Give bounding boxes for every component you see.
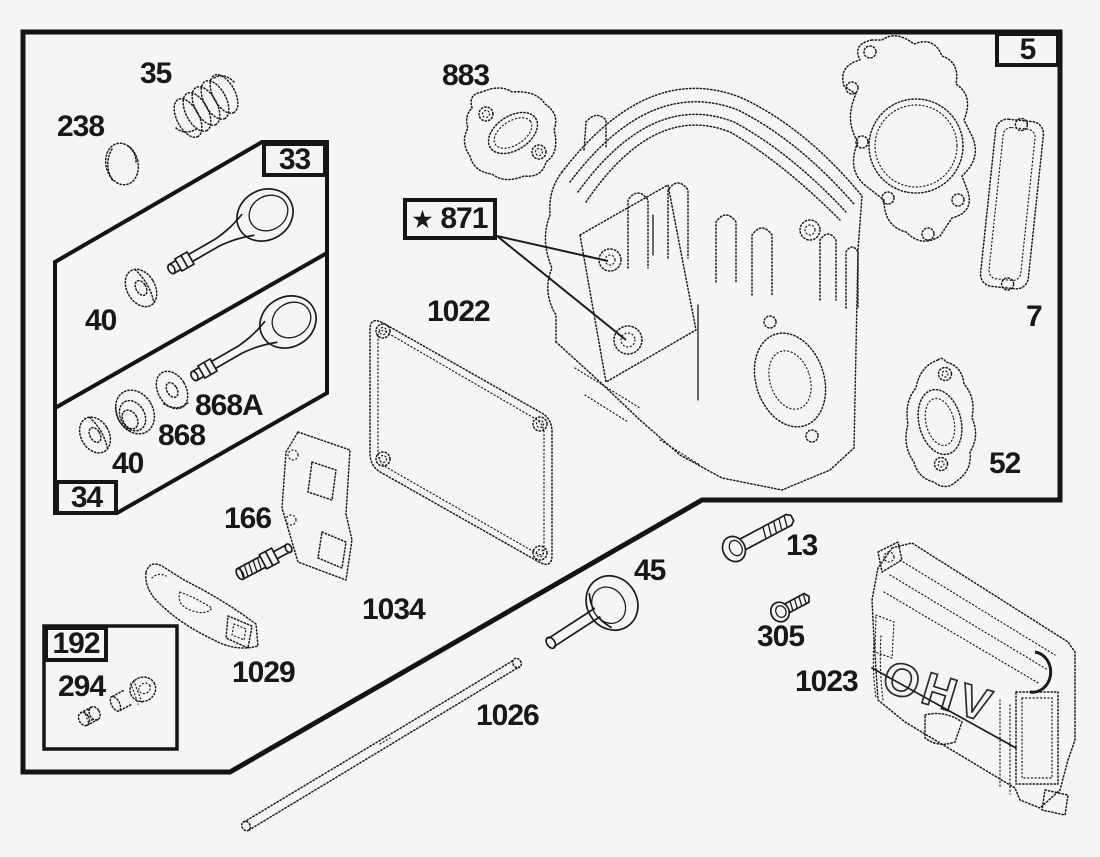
callout-305: 305	[757, 620, 805, 653]
callout-40-top: 40	[85, 304, 117, 337]
rocker-gasket-7	[979, 117, 1045, 291]
valve-seal-cap-238	[104, 142, 140, 186]
cover-gasket-1022	[369, 319, 553, 566]
spring-retainer-40-top	[124, 268, 158, 308]
valve-seal-868	[114, 389, 156, 435]
cover-embossed-text: OHV	[877, 650, 1002, 733]
callout-box-871: ★ 871	[403, 198, 497, 240]
callout-7: 7	[1026, 300, 1043, 333]
head-bolt-13	[721, 513, 795, 563]
callout-45: 45	[634, 554, 666, 587]
callout-13: 13	[786, 529, 818, 562]
rocker-arm-1029	[145, 563, 259, 649]
exhaust-gasket-52	[905, 357, 977, 488]
callout-868a: 868A	[195, 389, 264, 422]
callout-868: 868	[158, 419, 206, 452]
callout-871-number: 871	[440, 202, 488, 235]
head-gasket	[842, 35, 977, 242]
box-192-outline	[42, 624, 179, 751]
push-rod-1026	[240, 657, 523, 832]
callout-1034: 1034	[362, 593, 426, 626]
callout-1023: 1023	[795, 665, 859, 698]
callout-1029: 1029	[232, 656, 296, 689]
callout-1026: 1026	[476, 699, 540, 732]
callout-1022: 1022	[427, 295, 491, 328]
callout-box-5-page: 5	[995, 32, 1060, 67]
callout-871-leader-lines	[496, 235, 627, 341]
callout-238: 238	[57, 110, 105, 143]
callout-box-33: 33	[262, 142, 327, 177]
callout-40-bottom: 40	[112, 447, 144, 480]
rocker-nut-294	[77, 706, 101, 727]
callout-box-34: 34	[55, 480, 118, 515]
valve-45	[545, 575, 639, 650]
cover-screw-305	[769, 592, 810, 623]
intake-gasket-883	[463, 87, 557, 181]
cylinder-head	[544, 87, 863, 491]
main-frame	[20, 29, 1063, 775]
valve-washer-868a	[155, 370, 190, 410]
valve-spring-35	[173, 74, 239, 138]
rocker-stud-166	[235, 543, 293, 581]
callout-294: 294	[58, 670, 106, 703]
callout-166: 166	[224, 502, 272, 535]
guide-plate-1034	[281, 431, 353, 581]
callout-52: 52	[989, 447, 1021, 480]
exhaust-valve	[190, 295, 317, 382]
callout-883: 883	[442, 59, 490, 92]
intake-valve	[167, 188, 294, 275]
callout-box-192: 192	[44, 626, 108, 662]
valve-cover-1023: OHV	[871, 541, 1076, 816]
callout-35: 35	[140, 57, 172, 90]
spring-retainer-40-bottom	[78, 416, 112, 454]
rocker-ball-294	[109, 676, 157, 712]
star-icon: ★	[412, 207, 433, 232]
